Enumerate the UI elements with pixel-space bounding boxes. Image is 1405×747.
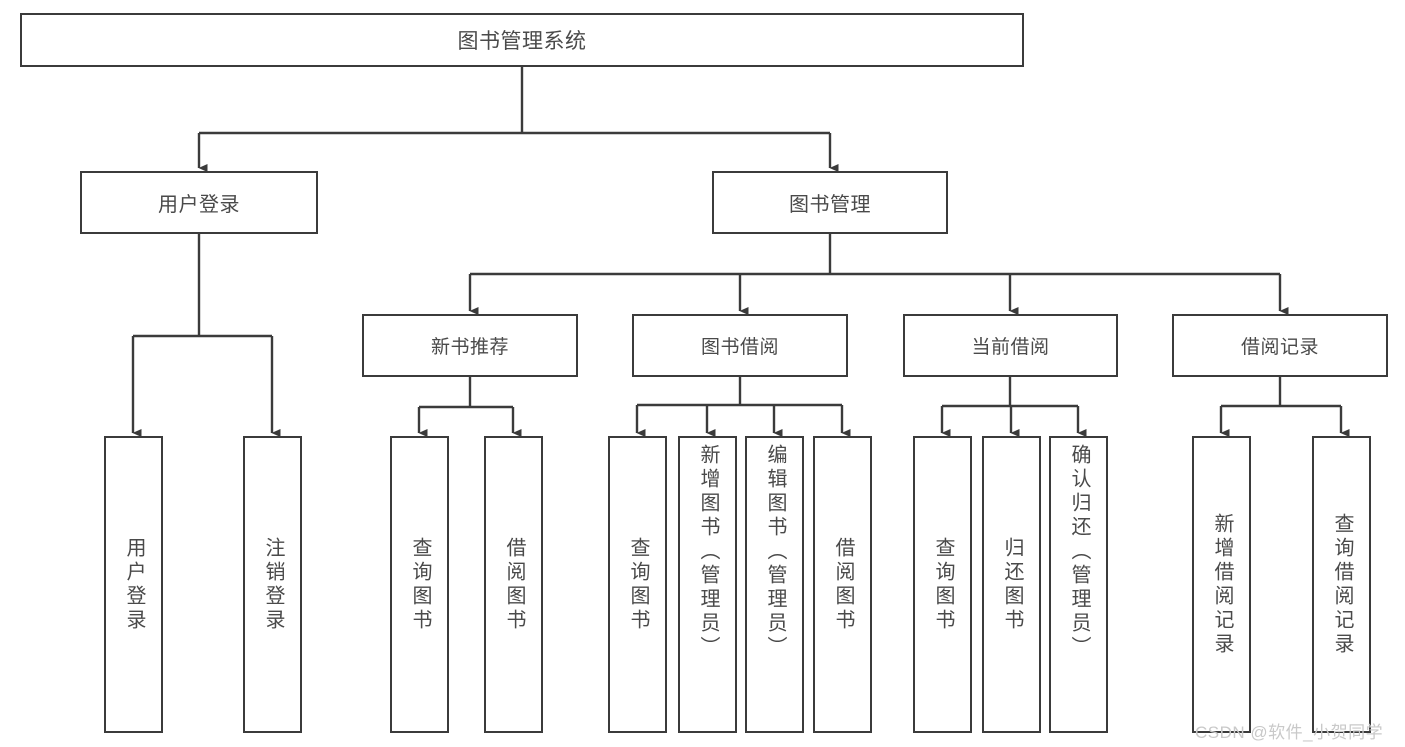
node-2-1: 图书借阅	[632, 314, 848, 377]
node-label: 图书管理	[789, 194, 871, 216]
node-label: 用户登录	[123, 536, 145, 633]
node-label: 确认归还（管理员）	[1068, 444, 1090, 660]
leaf-node-3-7: 借阅图书	[813, 436, 872, 733]
node-label: 用户登录	[158, 194, 240, 216]
leaf-node-3-6: 编辑图书（管理员）	[745, 436, 804, 733]
node-label: 查询图书	[409, 536, 431, 633]
csdn-watermark: CSDN @软件_小贺同学	[1195, 723, 1384, 742]
node-2-0: 新书推荐	[362, 314, 578, 377]
leaf-node-3-4: 查询图书	[608, 436, 667, 733]
node-label: 当前借阅	[971, 337, 1050, 358]
node-label: 借阅图书	[832, 536, 854, 633]
node-label: 新书推荐	[430, 337, 509, 358]
node-label: 新增借阅记录	[1211, 512, 1233, 657]
leaf-node-3-1: 注销登录	[243, 436, 302, 733]
leaf-node-3-12: 查询借阅记录	[1312, 436, 1371, 733]
leaf-node-3-10: 确认归还（管理员）	[1049, 436, 1108, 733]
node-2-2: 当前借阅	[903, 314, 1118, 377]
node-label: 借阅图书	[503, 536, 525, 633]
node-label: 编辑图书（管理员）	[764, 444, 786, 660]
leaf-node-3-0: 用户登录	[104, 436, 163, 733]
node-0-0: 图书管理系统	[20, 13, 1024, 67]
node-label: 注销登录	[262, 536, 284, 633]
node-label: 归还图书	[1001, 536, 1023, 633]
leaf-node-3-3: 借阅图书	[484, 436, 543, 733]
leaf-node-3-5: 新增图书（管理员）	[678, 436, 737, 733]
node-label: 查询借阅记录	[1331, 512, 1353, 657]
node-label: 图书借阅	[700, 337, 779, 358]
node-2-3: 借阅记录	[1172, 314, 1388, 377]
leaf-node-3-8: 查询图书	[913, 436, 972, 733]
node-label: 借阅记录	[1240, 337, 1319, 358]
connector-group	[131, 67, 1350, 437]
node-label: 查询图书	[627, 536, 649, 633]
node-1-1: 图书管理	[712, 171, 948, 234]
node-1-0: 用户登录	[80, 171, 318, 234]
node-label: 新增图书（管理员）	[697, 444, 719, 660]
node-label: 查询图书	[932, 536, 954, 633]
leaf-node-3-11: 新增借阅记录	[1192, 436, 1251, 733]
node-label: 图书管理系统	[457, 30, 587, 53]
leaf-node-3-9: 归还图书	[982, 436, 1041, 733]
leaf-node-3-2: 查询图书	[390, 436, 449, 733]
